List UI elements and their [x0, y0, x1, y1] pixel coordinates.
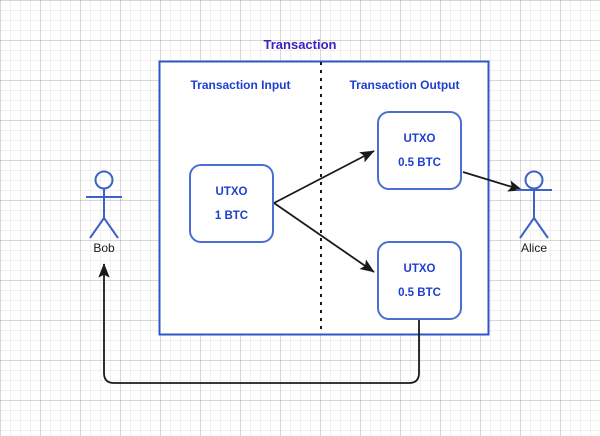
- connector-input-to-top-output: [273, 150, 375, 204]
- utxo-output-top-label: UTXO: [403, 133, 436, 145]
- utxo-output-bottom-label: UTXO: [403, 263, 436, 275]
- connector-top-output-to-alice: [462, 171, 523, 192]
- section-label-transaction-output: Transaction Output: [349, 78, 460, 92]
- utxo-input-amount: 1 BTC: [214, 210, 249, 222]
- utxo-box-output-top[interactable]: UTXO 0.5 BTC: [377, 111, 462, 190]
- actor-figure-alice: [516, 170, 552, 239]
- utxo-box-input[interactable]: UTXO 1 BTC: [189, 164, 274, 243]
- utxo-input-label: UTXO: [215, 186, 248, 198]
- section-label-transaction-input: Transaction Input: [190, 78, 291, 92]
- utxo-input-content: UTXO 1 BTC: [191, 166, 272, 241]
- connector-bottom-output-to-bob: [98, 263, 420, 384]
- utxo-box-output-bottom[interactable]: UTXO 0.5 BTC: [377, 241, 462, 320]
- utxo-output-bottom-content: UTXO 0.5 BTC: [379, 243, 460, 318]
- utxo-output-top-content: UTXO 0.5 BTC: [379, 113, 460, 188]
- actor-figure-bob: [86, 170, 122, 239]
- utxo-output-bottom-amount: 0.5 BTC: [398, 287, 441, 299]
- page-title: Transaction: [263, 37, 337, 52]
- actor-label-bob: Bob: [93, 241, 115, 255]
- utxo-output-top-amount: 0.5 BTC: [398, 157, 441, 169]
- connector-input-to-bottom-output: [273, 202, 375, 273]
- actor-label-alice: Alice: [520, 241, 547, 255]
